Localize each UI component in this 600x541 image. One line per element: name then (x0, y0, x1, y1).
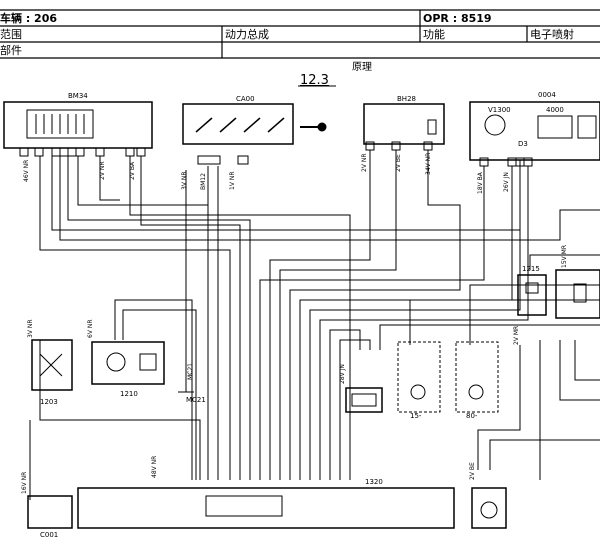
fan-80 (455, 341, 499, 413)
c1215-label: 1215 (522, 265, 540, 273)
component-1210 (91, 341, 165, 385)
ca00-ignition-switch (182, 103, 327, 165)
component-bsi (345, 387, 383, 413)
section-title: 原理 (352, 61, 372, 73)
fan-15-label: 15- (410, 412, 422, 420)
bh28-label: BH28 (397, 95, 416, 103)
wire-bundle (29, 150, 600, 500)
bm34-fusebox (3, 101, 153, 157)
function-value: 电子喷射 (530, 28, 574, 41)
fan-80-label: 80- (466, 412, 478, 420)
mc21-label: MC21 (187, 363, 194, 380)
ca00-wire-a: 3V NR (181, 172, 188, 191)
scope-label: 范围 (0, 28, 22, 41)
ecu-1320-wire: 48V NR (151, 456, 158, 478)
ecu-1320 (77, 487, 455, 529)
bm34-wire-b: 2V NR (99, 162, 106, 181)
bh28-wire-b: 2V BE (395, 154, 402, 172)
header-table: 车辆 : 206 OPR : 8519 范围 动力总成 功能 电子喷射 部件 (0, 0, 600, 60)
cluster-wire-b: 26V JN (503, 172, 510, 192)
bm34-label: BM34 (68, 92, 88, 100)
d3-label: D3 (518, 140, 528, 148)
c1210-label: 1210 (120, 390, 138, 398)
scope-value: 动力总成 (225, 28, 269, 41)
c001-label: C001 (40, 531, 58, 539)
c4000-label: 4000 (546, 106, 564, 114)
mc21b-label: MC21 (186, 396, 206, 404)
header-grid (0, 9, 600, 59)
opr-label: OPR : 8519 (423, 12, 492, 25)
bh28-fusebox (363, 103, 445, 151)
bm34-wire-a: 46V NR (23, 160, 30, 182)
ecu-1320-label: 1320 (365, 478, 383, 486)
right-wire: 15V MR (561, 245, 568, 268)
w1320b-label: 28V JN (339, 364, 346, 384)
ca00-wire-b: 1V NR (229, 172, 236, 191)
function-label: 功能 (423, 28, 445, 41)
cluster-wire-a: 18V BA (477, 171, 484, 194)
c1203-wire: 3V NR (27, 320, 34, 339)
gauge-wire: 2V BE (469, 462, 476, 480)
component-1203 (31, 339, 73, 391)
v1300-label: V1300 (488, 106, 511, 114)
connector-c001 (27, 495, 73, 529)
fan-80-icon (468, 384, 484, 400)
fan-15 (397, 341, 441, 413)
relay-block-right (555, 269, 600, 319)
c1203-label: 1203 (40, 398, 58, 406)
bh28-wire-a: 2V NR (361, 154, 368, 173)
fan-15-icon (410, 384, 426, 400)
page-code: 12.3 (300, 73, 329, 88)
c1215-wire: 2V MR (513, 326, 520, 345)
parts-label: 部件 (0, 44, 22, 57)
ground-mc21 (178, 380, 194, 393)
gauge-sensor (471, 487, 507, 529)
cluster-0004-label: 0004 (538, 91, 556, 99)
vehicle-label: 车辆 : 206 (0, 12, 58, 25)
bm34-wire-c: 2V BA (129, 161, 136, 180)
c1210-wire: 6V NR (87, 320, 94, 339)
ca00-label: CA00 (236, 95, 255, 103)
c001-wire: 16V NR (21, 472, 28, 494)
relay-1215 (517, 274, 547, 316)
bm12-label: BM12 (200, 173, 207, 190)
